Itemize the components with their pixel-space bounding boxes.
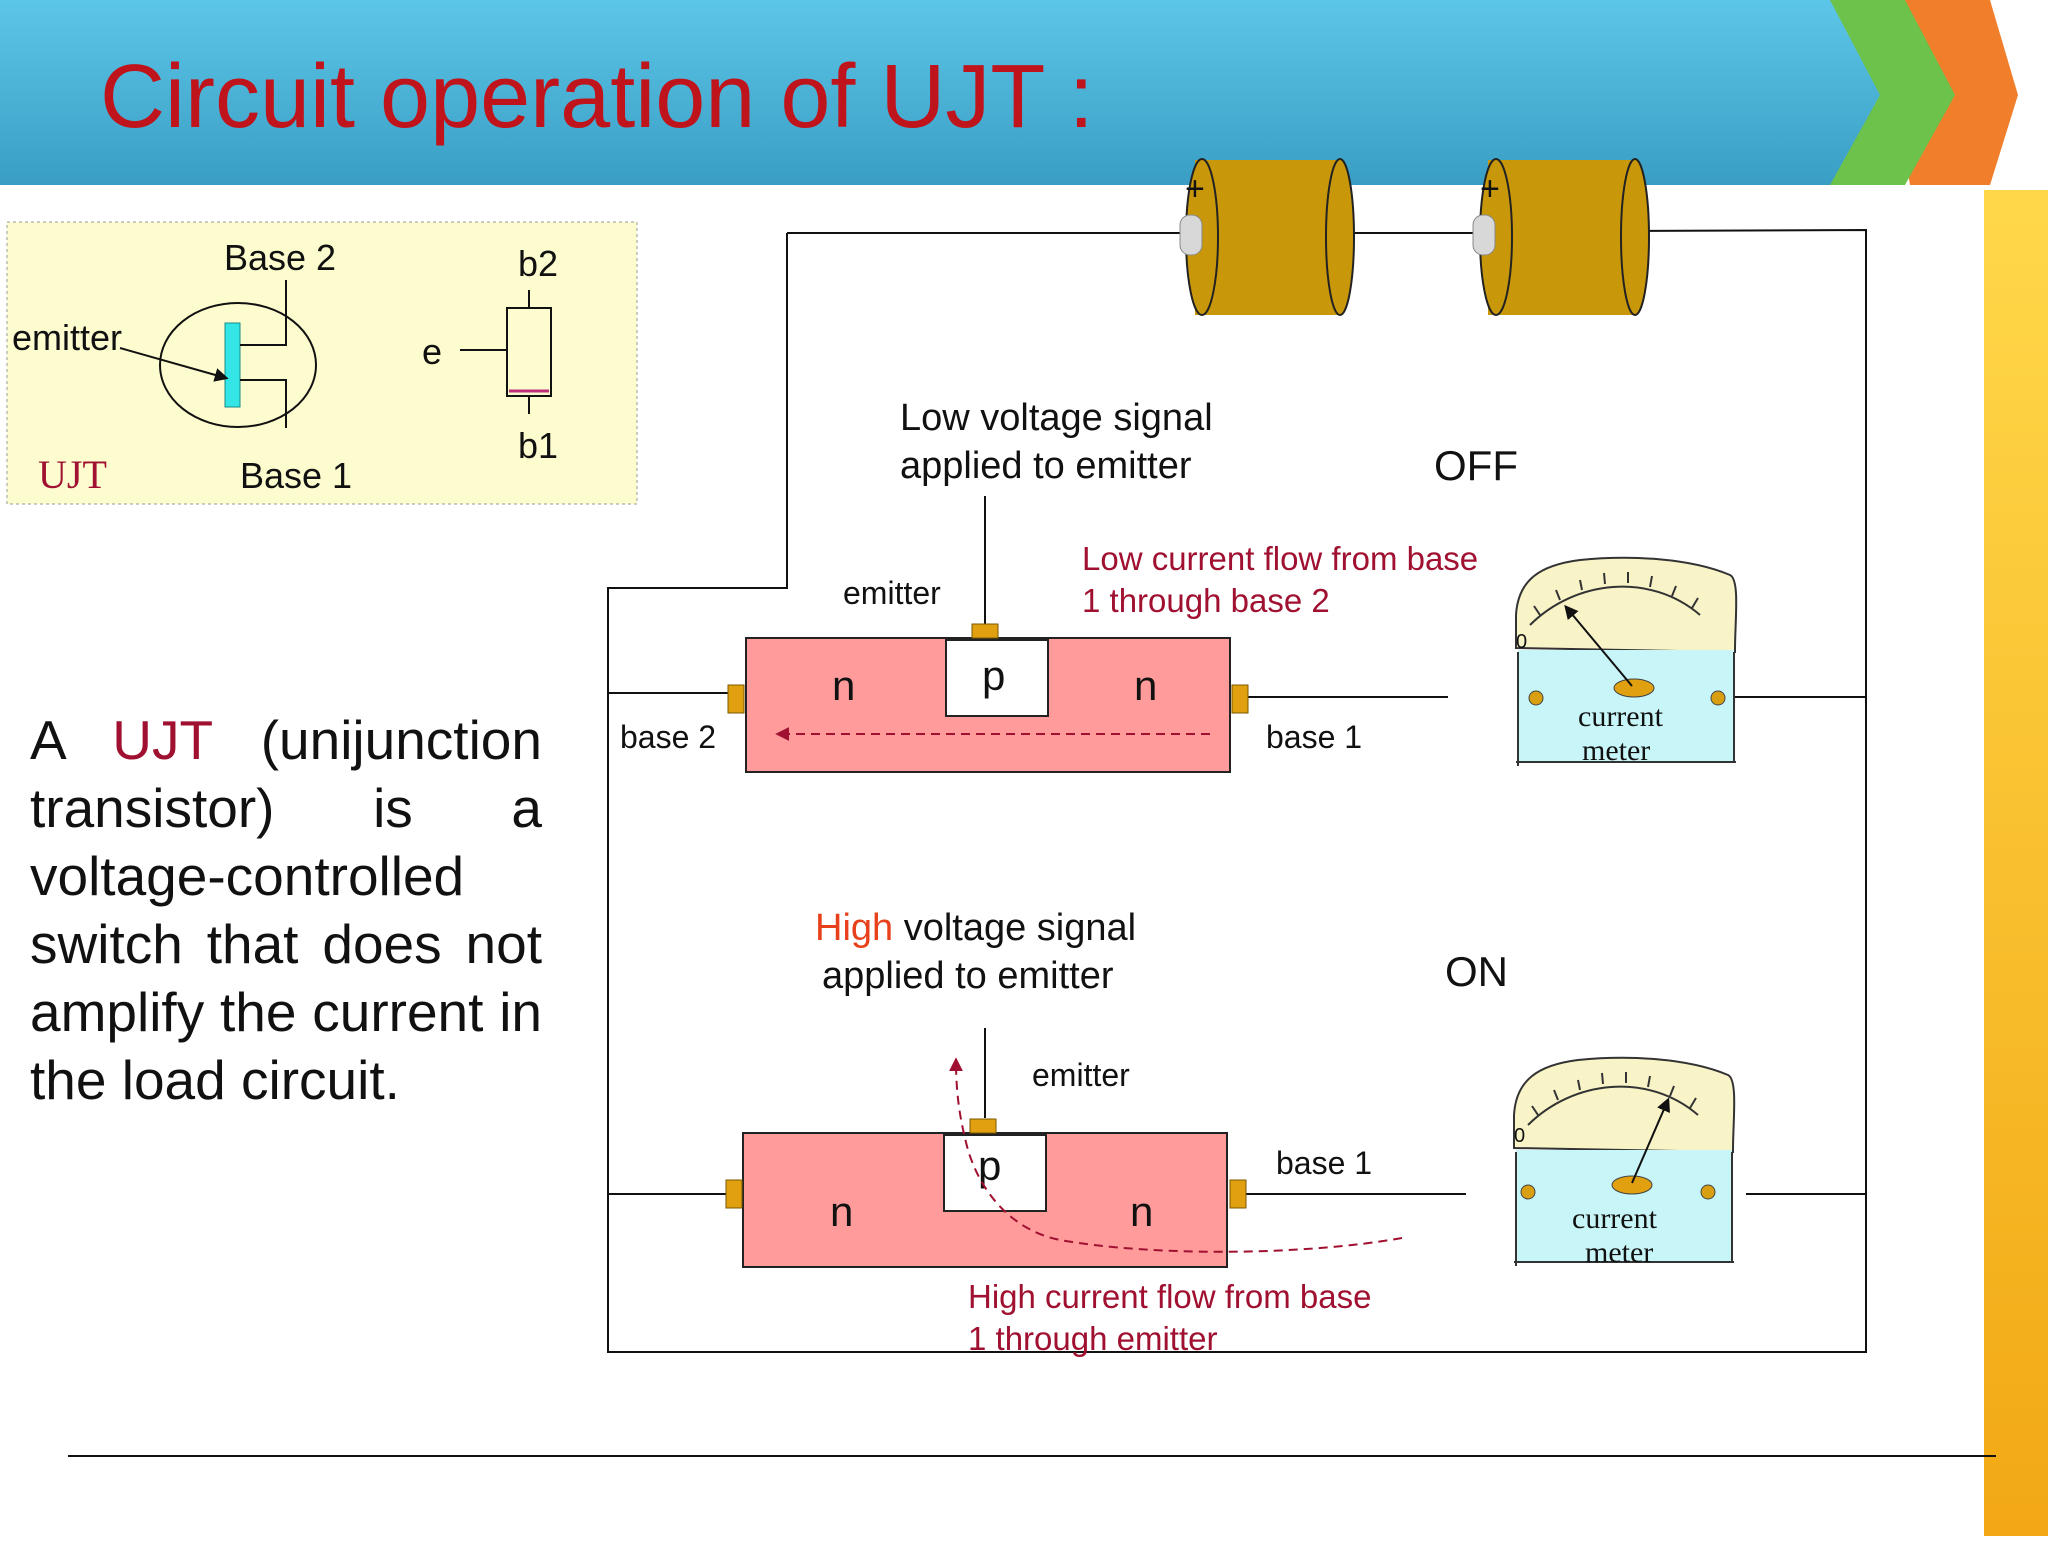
on-current-meter: 0 current meter [1513, 1056, 1736, 1269]
off-p-region [945, 639, 1049, 717]
off-base1-terminal [1231, 684, 1249, 714]
description-before: A [30, 709, 113, 771]
on-flow-line1: High current flow from base [968, 1278, 1372, 1315]
on-meter-needle [1631, 1097, 1670, 1184]
on-meter-label-line2: meter [1585, 1236, 1653, 1269]
on-emitter-terminal [969, 1118, 997, 1134]
ujt-package [506, 307, 552, 397]
symbol-base1-label: Base 1 [240, 455, 352, 496]
battery-left-plus: + [1185, 170, 1205, 208]
battery-left: + [1179, 158, 1355, 316]
on-p-region [943, 1134, 1047, 1212]
symbol-base2-label: Base 2 [224, 237, 336, 278]
ujt-description: A UJT (unijunction transistor) is a volt… [30, 706, 542, 1114]
off-signal-line1: Low voltage signal [900, 397, 1213, 439]
on-signal-rest: voltage signal [893, 907, 1136, 949]
off-signal-line2: applied to emitter [900, 445, 1192, 487]
on-state-label: ON [1445, 948, 1508, 995]
off-meter-label-line2: meter [1582, 734, 1650, 767]
description-highlight: UJT [112, 709, 213, 771]
battery-right: + [1472, 158, 1650, 316]
off-meter-zero: 0 [1516, 631, 1527, 653]
ujt-symbol-box: Base 2 emitter Base 1 UJT b2 e b1 [6, 221, 638, 505]
off-base2-terminal [727, 684, 745, 714]
circuit-wires [607, 228, 1867, 1353]
on-circuit: High voltage signal applied to emitter O… [725, 907, 1736, 1357]
on-n-right: n [1130, 1188, 1153, 1235]
ujt-bar [224, 322, 241, 408]
battery-right-plus: + [1480, 170, 1500, 208]
on-signal-highlight: High [815, 907, 893, 949]
on-emitter-label: emitter [1032, 1057, 1130, 1093]
side-stripe [1984, 190, 2048, 1536]
off-n-right: n [1134, 662, 1157, 709]
title-banner: Circuit operation of UJT : [0, 0, 2018, 185]
on-base1-label: base 1 [1276, 1145, 1372, 1181]
symbol-ujt-label: UJT [38, 452, 107, 497]
off-meter-label-line1: current [1578, 700, 1664, 733]
slide-title: Circuit operation of UJT : [100, 47, 1094, 147]
symbol-b1-label: b1 [518, 425, 558, 466]
off-n-left: n [832, 662, 855, 709]
off-emitter-terminal [971, 623, 999, 639]
off-p-label: p [982, 652, 1005, 699]
symbol-emitter-label: emitter [12, 317, 122, 358]
off-circuit: Low voltage signal applied to emitter OF… [620, 397, 1738, 773]
on-meter-label-line1: current [1572, 1202, 1658, 1235]
symbol-b2-label: b2 [518, 243, 558, 284]
off-emitter-label: emitter [843, 575, 941, 611]
on-flow-line2: 1 through emitter [968, 1320, 1217, 1357]
off-meter-needle [1564, 604, 1633, 687]
on-base2-terminal [725, 1179, 743, 1209]
off-flow-line1: Low current flow from base [1082, 540, 1478, 577]
on-n-left: n [830, 1188, 853, 1235]
on-signal-line2: applied to emitter [822, 955, 1114, 997]
off-base1-label: base 1 [1266, 719, 1362, 755]
description-after: (unijunction transistor) is a voltage-co… [30, 709, 542, 1111]
off-base2-label: base 2 [620, 719, 716, 755]
symbol-e-label: e [422, 331, 442, 372]
on-signal-line1: High voltage signal [815, 907, 1136, 949]
on-meter-zero: 0 [1514, 1125, 1525, 1147]
off-current-meter: 0 current meter [1515, 556, 1738, 767]
on-p-label: p [978, 1142, 1001, 1189]
on-base1-terminal [1229, 1179, 1247, 1209]
off-state-label: OFF [1434, 442, 1518, 489]
off-flow-line2: 1 through base 2 [1082, 582, 1330, 619]
on-flow-arrow [949, 1057, 1403, 1253]
